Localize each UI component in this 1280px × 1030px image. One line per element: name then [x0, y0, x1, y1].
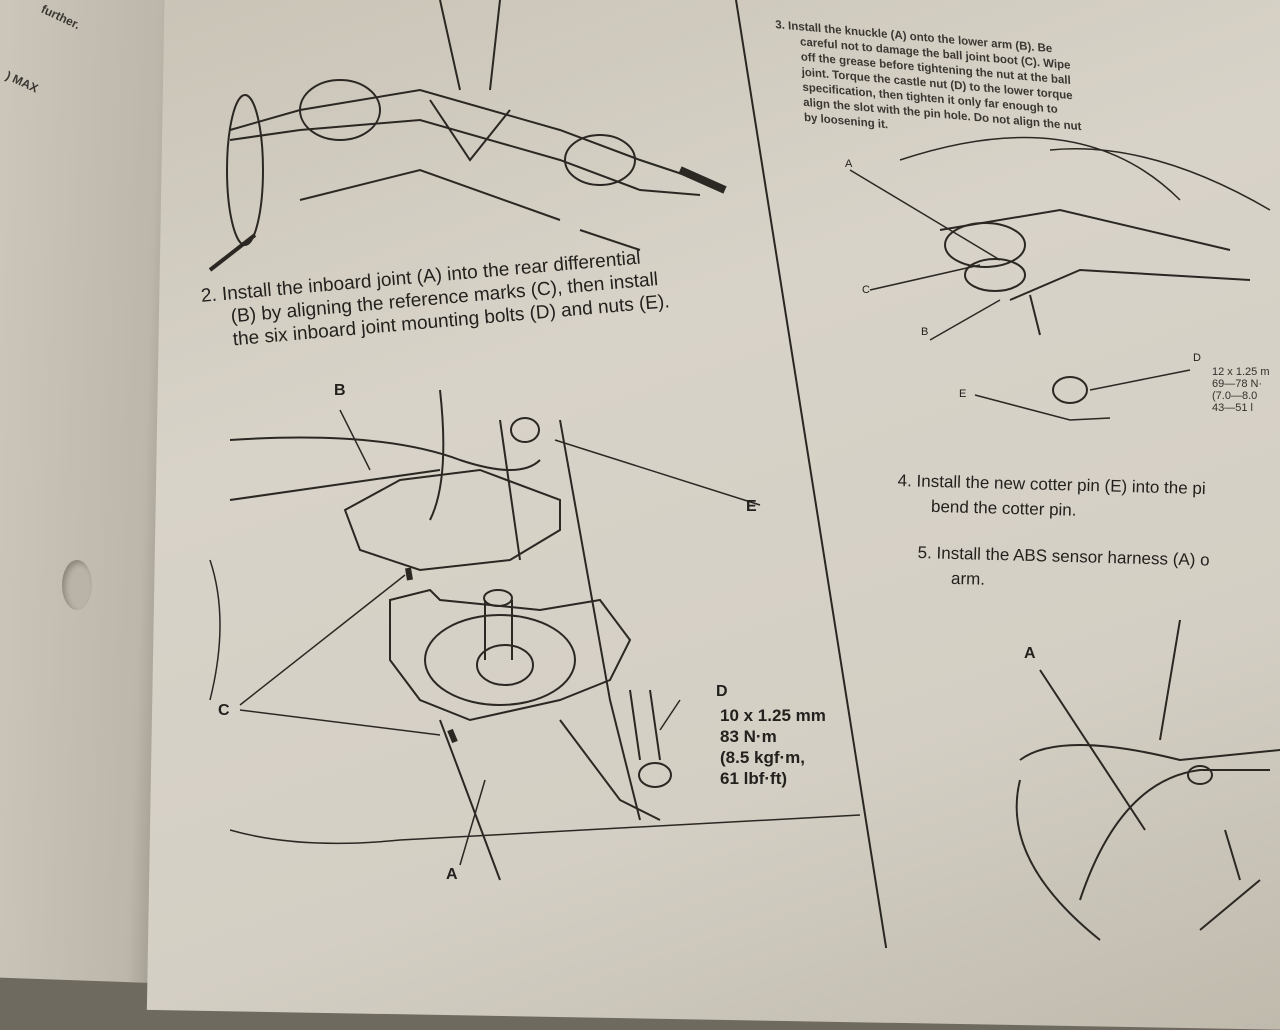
- spec-line: 61 lbf·ft): [720, 769, 788, 788]
- spec-line: 12 x 1.25 m: [1212, 366, 1270, 378]
- illustrations: [208, 0, 1280, 941]
- label-a: A: [446, 866, 458, 883]
- label-c: C: [218, 702, 230, 719]
- differential-illustration: [209, 389, 861, 881]
- spec-line: (8.5 kgf·m,: [720, 748, 806, 767]
- label-e: E: [746, 498, 757, 515]
- label-b: B: [921, 326, 929, 338]
- abs-harness-illustration: [1015, 619, 1280, 941]
- step-4-instructions: 4. Install the new cotter pin (E) into t…: [897, 468, 1206, 526]
- spec-line: 10 x 1.25 mm: [720, 706, 826, 725]
- bolt-torque-spec: 10 x 1.25 mm 83 N·m (8.5 kgf·m, 61 lbf·f…: [720, 705, 826, 789]
- label-d: D: [1193, 352, 1201, 364]
- spec-line: 83 N·m: [720, 727, 777, 746]
- label-a: A: [1024, 645, 1036, 662]
- driveshaft-illustration: [208, 0, 727, 272]
- castle-nut-torque-spec: 12 x 1.25 m 69—78 N· (7.0—8.0 43—51 l: [1212, 366, 1269, 414]
- step-5-instructions: 5. Install the ABS sensor harness (A) o …: [917, 540, 1210, 598]
- spec-line: 69—78 N·: [1212, 378, 1263, 390]
- label-e: E: [959, 388, 967, 400]
- spec-line: (7.0—8.0: [1212, 390, 1258, 402]
- label-b: B: [334, 382, 346, 399]
- knuckle-illustration: [849, 136, 1271, 421]
- binder-hole: [62, 560, 92, 610]
- label-c: C: [862, 284, 870, 296]
- spec-line: 43—51 l: [1212, 402, 1253, 414]
- label-d: D: [716, 683, 728, 700]
- label-a: A: [845, 158, 853, 170]
